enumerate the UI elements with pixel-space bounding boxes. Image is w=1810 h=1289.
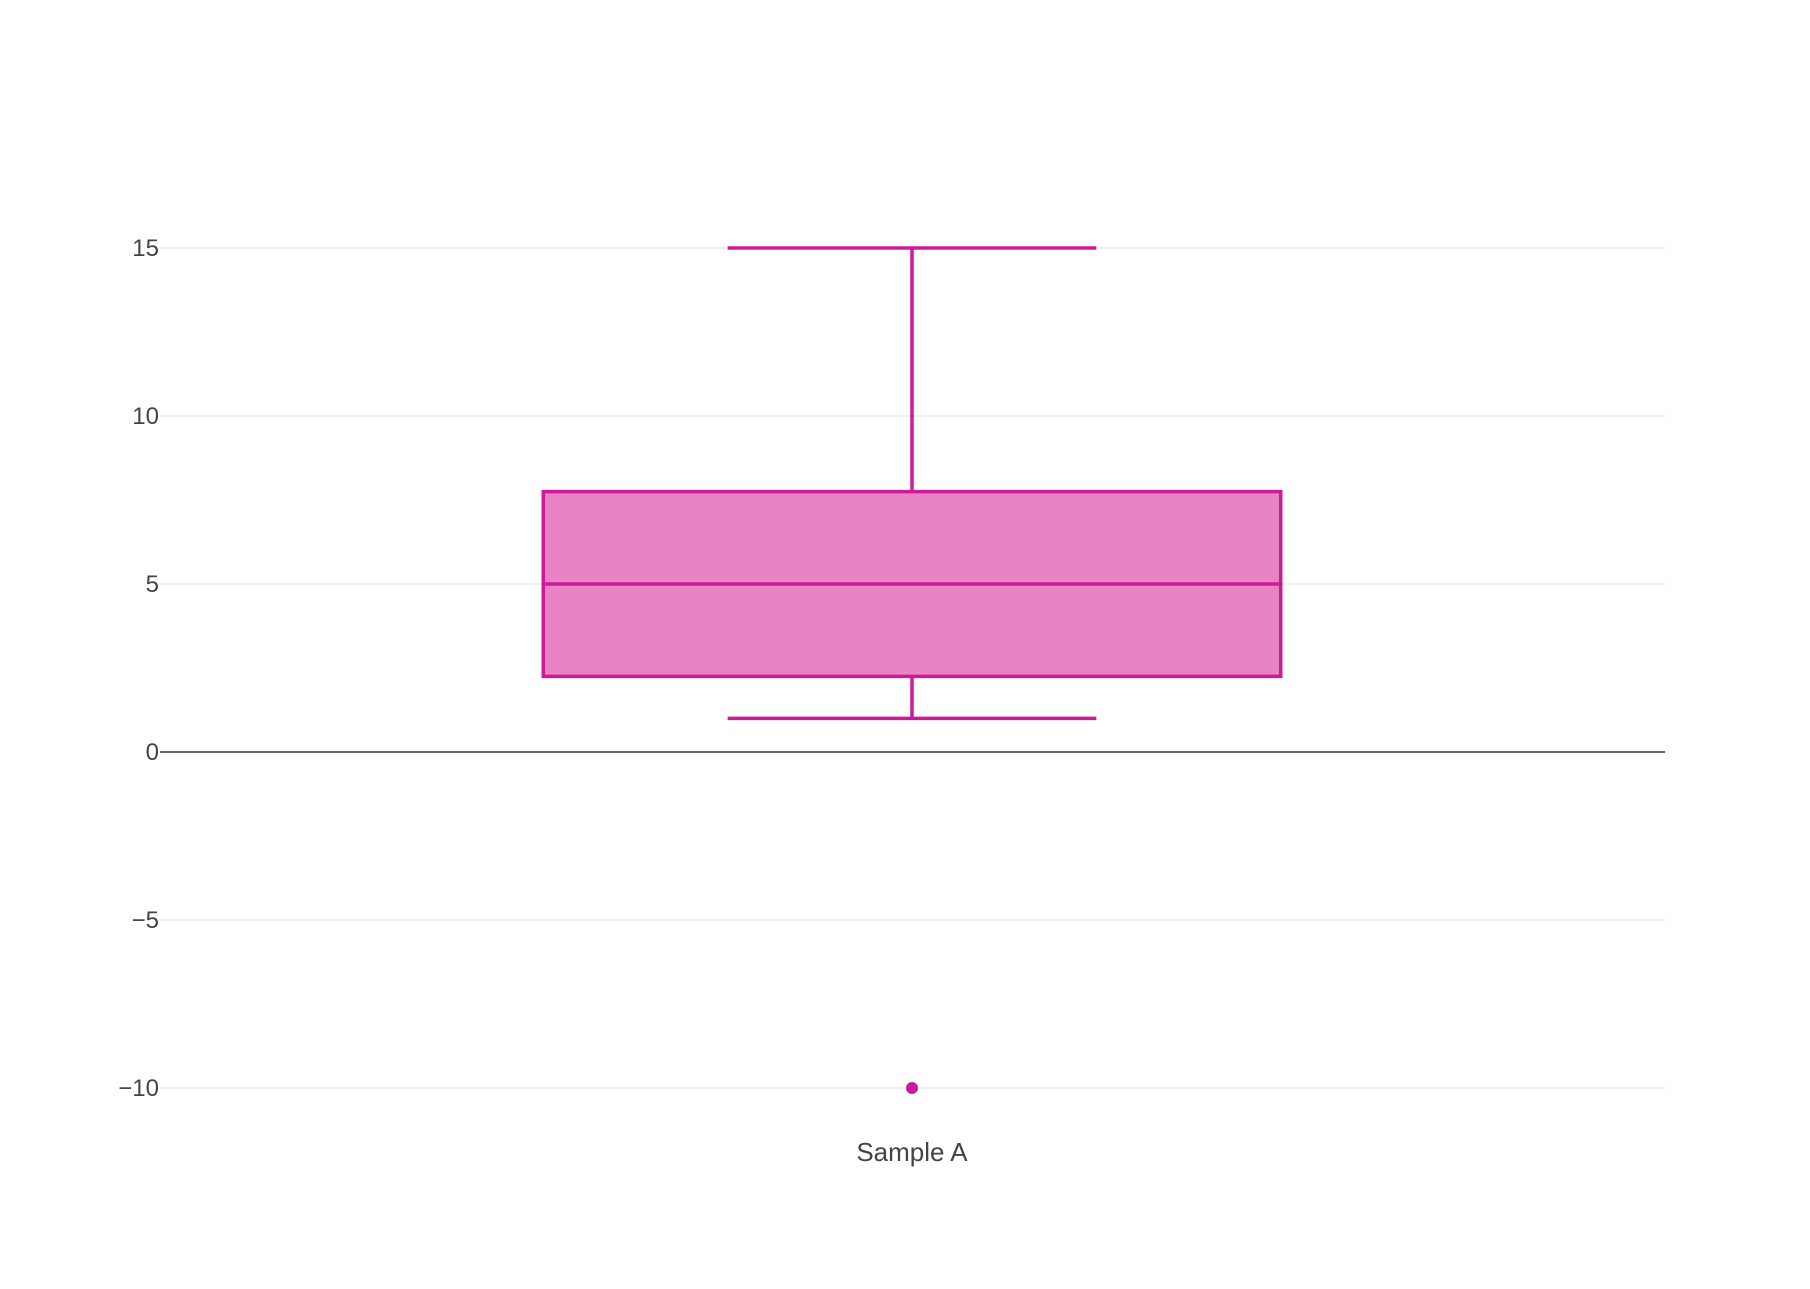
y-tick-label: 0: [146, 739, 159, 766]
y-tick-label: −10: [118, 1075, 159, 1102]
y-tick-label: 10: [132, 403, 159, 430]
x-category-label: Sample A: [856, 1137, 968, 1167]
y-tick-label: −5: [132, 907, 159, 934]
y-tick-label: 15: [132, 235, 159, 262]
box-layer: [541, 246, 1283, 1094]
outlier-point: [906, 1082, 918, 1094]
y-tick-label: 5: [146, 571, 159, 598]
